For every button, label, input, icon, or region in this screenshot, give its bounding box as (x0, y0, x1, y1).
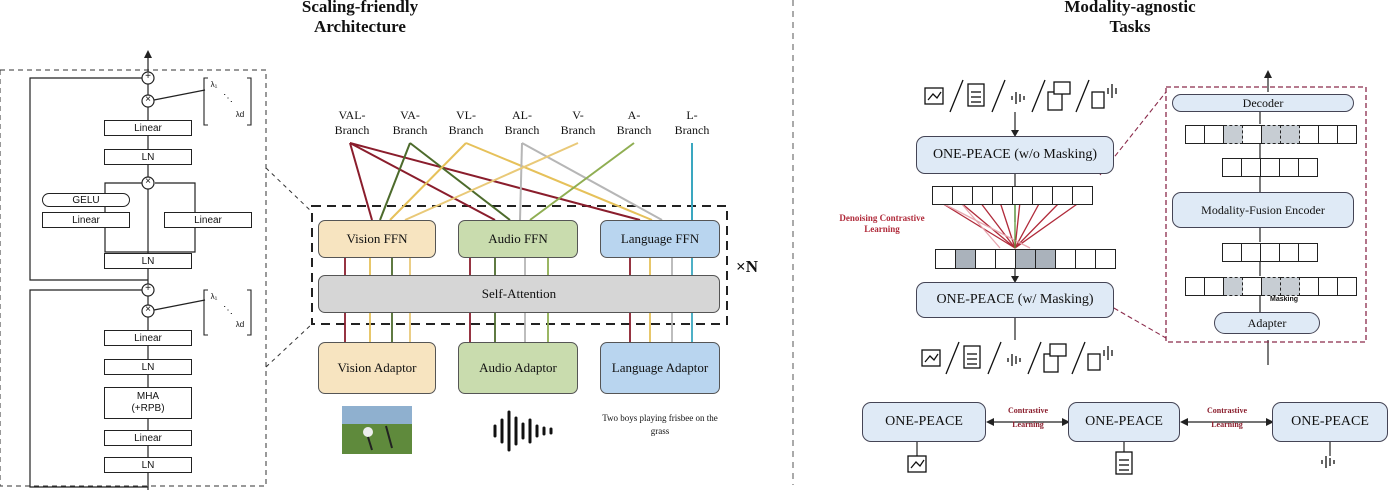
token-row-encoder-out (1222, 158, 1318, 177)
residual-add-top: + (145, 71, 151, 82)
vision-ffn: Vision FFN (318, 220, 436, 258)
text-sample-caption: Two boys playing frisbee on the grass (602, 413, 718, 436)
lambda-1-bottom: λ₁ (210, 292, 218, 301)
photo-thumbnail-icon (342, 406, 412, 454)
scale-mult-top: × (145, 94, 151, 105)
mha-label: MHA (136, 391, 160, 402)
denoising-label: Denoising Contrastive Learning (839, 213, 925, 234)
ln-box-3: LN (104, 359, 192, 375)
lambda-dots-bottom: ⋱ (223, 305, 233, 316)
lambda-1-top: λ₁ (210, 80, 218, 89)
language-ffn: Language FFN (600, 220, 720, 258)
ln-box-1: LN (104, 149, 192, 165)
branch-a: A-Branch (616, 108, 652, 137)
right-title: Modality-agnostic Tasks (1020, 0, 1240, 37)
left-title: Scaling-friendly Architecture (250, 0, 470, 37)
decoder-box: Decoder (1172, 94, 1354, 112)
token-row-decoder-out (1185, 125, 1357, 144)
token-row-masked (935, 249, 1116, 269)
modality-icons-bottom (921, 341, 1113, 375)
branch-vl: VL-Branch (448, 108, 484, 137)
ln-box-4: LN (104, 457, 192, 473)
document-icon (1115, 451, 1133, 475)
ln-box-2: LN (104, 253, 192, 269)
lambda-d-bottom: λd (235, 320, 245, 329)
left-title-line1: Scaling-friendly (301, 0, 419, 16)
lambda-dots-top: ⋱ (223, 93, 233, 104)
linear-box-left: Linear (42, 212, 130, 228)
branch-va: VA-Branch (392, 108, 428, 137)
contrastive-label-1: Contrastive Learning (1008, 406, 1048, 429)
repeat-n-label: ×N (736, 257, 758, 276)
token-row-encoder-in (1222, 243, 1318, 262)
rpb-label: (+RPB) (131, 403, 165, 414)
audio-ffn: Audio FFN (458, 220, 578, 258)
image-icon (907, 455, 927, 473)
modality-icons-top (924, 79, 1117, 113)
onepeace-audio: ONE-PEACE (1272, 402, 1388, 442)
token-row-masked-in (1185, 277, 1357, 296)
masking-label: Masking (1269, 296, 1298, 303)
right-title-line2: Tasks (1109, 17, 1151, 36)
linear-box-3: Linear (104, 430, 192, 446)
onepeace-image: ONE-PEACE (862, 402, 986, 442)
right-title-line1: Modality-agnostic (1064, 0, 1196, 16)
onepeace-wo-masking: ONE-PEACE (w/o Masking) (916, 136, 1114, 174)
vision-adaptor: Vision Adaptor (318, 342, 436, 394)
gelu-box: GELU (42, 193, 130, 207)
contrastive-label-2: Contrastive Learning (1207, 406, 1247, 429)
lambda-d-top: λd (235, 110, 245, 119)
language-adaptor: Language Adaptor (600, 342, 720, 394)
branch-l: L-Branch (674, 108, 710, 137)
audio-adaptor: Audio Adaptor (458, 342, 578, 394)
self-attention-box: Self-Attention (318, 275, 720, 313)
scale-mult-bottom: × (145, 304, 151, 315)
onepeace-w-masking: ONE-PEACE (w/ Masking) (916, 282, 1114, 318)
gate-mult: × (145, 176, 151, 187)
mha-box: MHA (+RPB) (104, 387, 192, 419)
left-title-line2: Architecture (314, 17, 406, 36)
branch-al: AL-Branch (504, 108, 540, 137)
branch-v: V-Branch (560, 108, 596, 137)
residual-add-bottom: + (145, 283, 151, 294)
onepeace-text: ONE-PEACE (1068, 402, 1180, 442)
linear-box-2: Linear (104, 330, 192, 346)
linear-box-right: Linear (164, 212, 252, 228)
waveform-icon (493, 410, 553, 452)
token-row-unmasked (932, 186, 1093, 205)
modality-fusion-encoder: Modality-Fusion Encoder (1172, 192, 1354, 228)
linear-box-1: Linear (104, 120, 192, 136)
adapter-box: Adapter (1214, 312, 1320, 334)
branch-val: VAL-Branch (334, 108, 370, 137)
